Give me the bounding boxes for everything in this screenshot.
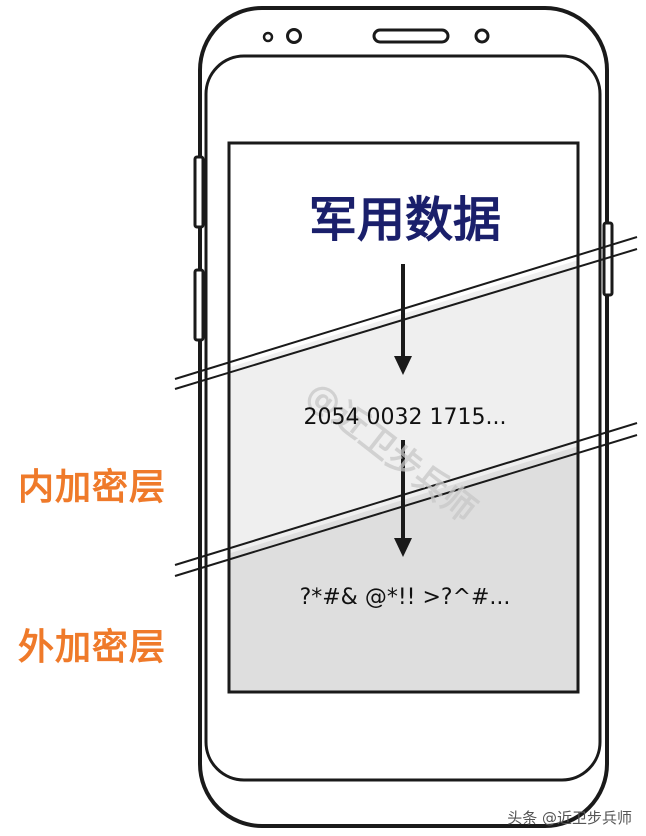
earpiece-speaker bbox=[372, 28, 450, 44]
cipher-data-value: ?*#& @*!! >?^#... bbox=[300, 585, 511, 610]
plain-data-value: 2054 0032 1715... bbox=[304, 405, 507, 430]
outer-layer-cut-line bbox=[174, 422, 638, 566]
footer-credit: 头条 @近卫步兵师 bbox=[507, 809, 632, 827]
volume-down-button bbox=[193, 268, 205, 342]
front-camera-icon bbox=[286, 28, 302, 44]
inner-encryption-layer-label: 内加密层 bbox=[18, 467, 167, 508]
volume-up-button bbox=[193, 155, 205, 229]
diagram-title: 军用数据 bbox=[309, 192, 501, 248]
inner-encryption-band bbox=[229, 260, 578, 554]
outer-layer-cut-line bbox=[174, 434, 638, 577]
arrow-down-icon bbox=[394, 440, 412, 557]
inner-layer-cut-line bbox=[174, 248, 638, 390]
outer-encryption-layer-label: 外加密层 bbox=[18, 627, 167, 668]
outer-encryption-band bbox=[229, 446, 578, 692]
arrow-down-icon bbox=[394, 264, 412, 375]
screen-border bbox=[227, 141, 580, 694]
inner-layer-cut-line bbox=[174, 236, 638, 380]
phone-inner-bezel bbox=[204, 54, 602, 782]
sensor-dot bbox=[262, 31, 274, 43]
proximity-sensor bbox=[474, 28, 490, 44]
